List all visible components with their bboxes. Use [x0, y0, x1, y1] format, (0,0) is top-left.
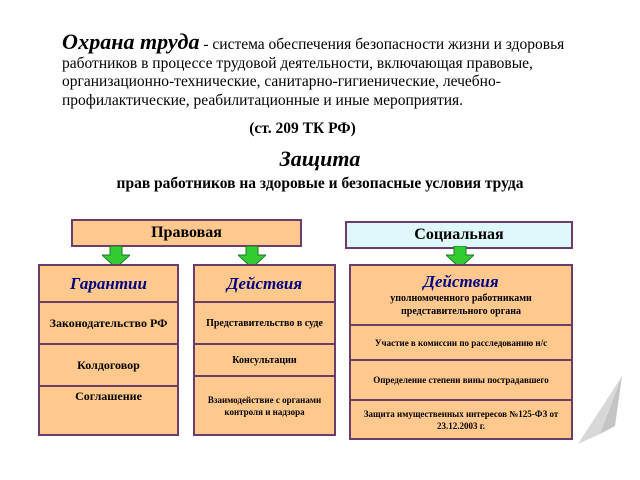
legal-action-item: Взаимодействие с органами контроля и над…: [195, 377, 334, 434]
guarantee-item: Соглашение: [40, 387, 177, 434]
arrow-down-icon: [446, 246, 474, 268]
social-actions-title: Действия: [423, 272, 499, 291]
social-actions-subtitle: уполномоченного работниками представител…: [390, 293, 532, 317]
guarantee-item-label: Соглашение: [75, 389, 142, 403]
social-action-item: Участие в комиссии по расследованию н/с: [351, 326, 571, 361]
legal-branch-header: Правовая: [71, 219, 302, 247]
article-reference: (ст. 209 ТК РФ): [0, 120, 605, 138]
legal-actions-title: Действия: [226, 273, 303, 293]
definition-text: система обеспечения безопасности жизни и…: [62, 36, 565, 109]
arrow-down-icon: [102, 246, 130, 268]
social-action-item-label: Защита имущественных интересов №125-ФЗ о…: [363, 408, 559, 431]
guarantees-title-cell: Гарантии: [40, 266, 177, 303]
social-branch-header: Социальная: [345, 221, 573, 249]
social-actions-column: Действия уполномоченного работниками пре…: [349, 264, 573, 440]
social-action-item-label: Участие в комиссии по расследованию н/с: [374, 337, 548, 348]
guarantee-item-label: Законодательство РФ: [49, 315, 168, 330]
guarantee-item: Колдоговор: [40, 345, 177, 387]
guarantees-column: Гарантии Законодательство РФ Колдоговор …: [38, 264, 179, 436]
definition-paragraph: Охрана труда - система обеспечения безоп…: [62, 31, 622, 110]
legal-actions-title-cell: Действия: [195, 266, 334, 303]
guarantee-item-label: Колдоговор: [77, 357, 140, 372]
legal-action-item: Консультации: [195, 345, 334, 377]
social-action-item: Защита имущественных интересов №125-ФЗ о…: [351, 401, 571, 438]
legal-action-item-label: Взаимодействие с органами контроля и над…: [207, 394, 322, 417]
guarantees-title: Гарантии: [70, 273, 147, 293]
social-actions-title-cell: Действия уполномоченного работниками пре…: [351, 266, 571, 326]
definition-dash: -: [199, 36, 213, 53]
legal-action-item-label: Консультации: [232, 354, 297, 366]
protection-title: Защита: [279, 146, 361, 171]
protection-subtitle: прав работников на здоровые и безопасные…: [116, 175, 524, 192]
legal-branch-label: Правовая: [151, 224, 222, 241]
legal-actions-column: Действия Представительство в суде Консул…: [193, 264, 336, 436]
arrow-down-icon: [238, 246, 266, 268]
corner-shadow-decoration: [578, 376, 622, 444]
legal-action-item: Представительство в суде: [195, 303, 334, 345]
social-branch-label: Социальная: [414, 226, 504, 243]
definition-term: Охрана труда: [62, 29, 200, 54]
guarantee-item: Законодательство РФ: [40, 303, 177, 345]
social-action-item-label: Определение степени вины пострадавшего: [373, 375, 549, 385]
social-action-item: Определение степени вины пострадавшего: [351, 361, 571, 401]
legal-action-item-label: Представительство в суде: [206, 317, 323, 329]
article-reference-text: (ст. 209 ТК РФ): [249, 120, 356, 137]
